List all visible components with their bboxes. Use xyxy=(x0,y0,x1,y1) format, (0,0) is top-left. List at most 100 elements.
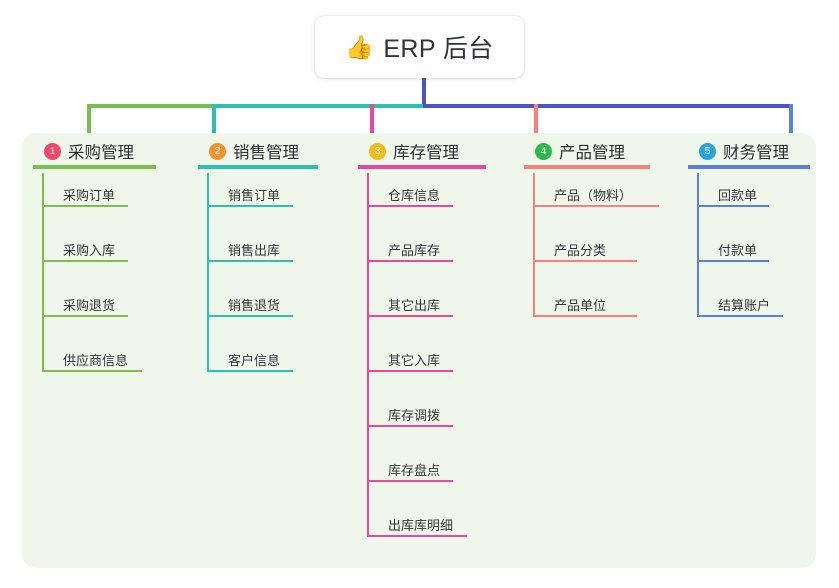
leaf-item-underline xyxy=(367,205,453,207)
category-header-2[interactable]: 2 销售管理 xyxy=(198,133,363,169)
column-spine xyxy=(42,173,44,372)
leaf-item-underline xyxy=(42,315,128,317)
thumbs-up-icon: 👍 xyxy=(345,33,375,60)
leaf-item-label: 客户信息 xyxy=(228,353,281,368)
category-title: 财务管理 xyxy=(723,144,789,162)
bus-segment xyxy=(87,104,214,108)
leaf-item-label: 产品单位 xyxy=(554,298,607,313)
leaf-item-label: 采购入库 xyxy=(63,243,116,258)
category-badge-1: 1 xyxy=(44,142,61,160)
leaf-item-underline xyxy=(697,315,783,317)
leaf-item-label: 产品库存 xyxy=(388,243,441,258)
leaf-item[interactable]: 供应商信息 xyxy=(42,346,142,372)
category-column-2: 2 销售管理销售订单销售出库销售退货客户信息 xyxy=(198,133,363,372)
category-underline xyxy=(358,165,486,169)
leaf-item-underline xyxy=(533,205,659,207)
leaf-item[interactable]: 回款单 xyxy=(697,181,769,207)
leaf-item-label: 仓库信息 xyxy=(388,188,441,203)
leaf-item-underline xyxy=(207,260,293,262)
leaf-item-label: 产品分类 xyxy=(554,243,607,258)
category-header-1[interactable]: 1 采购管理 xyxy=(33,133,198,169)
category-column-1: 1 采购管理采购订单采购入库采购退货供应商信息 xyxy=(33,133,198,372)
leaf-item[interactable]: 采购退货 xyxy=(42,291,128,317)
category-title: 销售管理 xyxy=(233,144,299,162)
leaf-item[interactable]: 产品分类 xyxy=(533,236,637,262)
category-underline xyxy=(524,165,650,169)
leaf-item-label: 销售订单 xyxy=(228,188,281,203)
leaf-item[interactable]: 其它出库 xyxy=(367,291,453,317)
leaf-item-label: 供应商信息 xyxy=(63,353,129,368)
leaf-item-label: 其它出库 xyxy=(388,298,441,313)
leaf-item[interactable]: 采购订单 xyxy=(42,181,128,207)
column-spine xyxy=(533,173,535,317)
leaf-item-underline xyxy=(42,370,142,372)
column-spine xyxy=(207,173,209,372)
category-badge-5: 5 xyxy=(699,142,716,160)
leaf-item-label: 销售退货 xyxy=(228,298,281,313)
category-underline xyxy=(688,165,810,169)
leaf-item-label: 库存调拨 xyxy=(388,408,441,423)
leaf-item[interactable]: 销售订单 xyxy=(207,181,293,207)
category-underline xyxy=(33,165,156,169)
bus-segment xyxy=(214,104,423,108)
leaf-item-underline xyxy=(207,205,293,207)
leaf-item-underline xyxy=(367,535,467,537)
leaf-item-label: 回款单 xyxy=(718,188,758,203)
leaf-item[interactable]: 客户信息 xyxy=(207,346,293,372)
leaf-item-underline xyxy=(697,260,769,262)
bus-drop-connector xyxy=(534,104,538,145)
leaf-item-underline xyxy=(367,260,453,262)
leaf-item-label: 产品（物料） xyxy=(554,188,633,203)
root-stem-connector xyxy=(422,78,426,105)
bus-drop-connector xyxy=(789,104,793,145)
leaf-item[interactable]: 出库库明细 xyxy=(367,511,467,537)
leaf-item[interactable]: 库存盘点 xyxy=(367,456,453,482)
leaf-item-underline xyxy=(367,480,453,482)
leaf-item-label: 销售出库 xyxy=(228,243,281,258)
category-badge-2: 2 xyxy=(209,142,226,160)
leaf-item-label: 出库库明细 xyxy=(388,518,454,533)
category-title: 采购管理 xyxy=(68,144,134,162)
leaf-item[interactable]: 产品库存 xyxy=(367,236,453,262)
leaf-item-underline xyxy=(207,370,293,372)
leaf-item-label: 结算账户 xyxy=(718,298,771,313)
leaf-item[interactable]: 付款单 xyxy=(697,236,769,262)
leaf-item-underline xyxy=(367,370,453,372)
leaf-item-label: 采购订单 xyxy=(63,188,116,203)
leaf-item[interactable]: 产品单位 xyxy=(533,291,637,317)
leaf-item-label: 其它入库 xyxy=(388,353,441,368)
bus-segment xyxy=(423,104,793,108)
leaf-item[interactable]: 仓库信息 xyxy=(367,181,453,207)
leaf-item-underline xyxy=(533,260,637,262)
leaf-item-underline xyxy=(42,205,128,207)
leaf-item[interactable]: 库存调拨 xyxy=(367,401,453,427)
bus-drop-connector xyxy=(370,104,374,145)
categories-panel: 1 采购管理采购订单采购入库采购退货供应商信息 2 销售管理销售订单销售出库销售退货客… xyxy=(22,133,816,568)
leaf-item[interactable]: 产品（物料） xyxy=(533,181,659,207)
leaf-item[interactable]: 采购入库 xyxy=(42,236,128,262)
category-column-3: 3 库存管理仓库信息产品库存其它出库其它入库库存调拨库存盘点出库库明细 xyxy=(358,133,523,537)
bus-drop-connector xyxy=(87,104,91,145)
leaf-item[interactable]: 销售退货 xyxy=(207,291,293,317)
root-node[interactable]: 👍 ERP 后台 xyxy=(315,16,524,78)
category-header-3[interactable]: 3 库存管理 xyxy=(358,133,523,169)
leaf-item-label: 库存盘点 xyxy=(388,463,441,478)
leaf-item-label: 采购退货 xyxy=(63,298,116,313)
leaf-item[interactable]: 其它入库 xyxy=(367,346,453,372)
category-underline xyxy=(198,165,318,169)
leaf-item[interactable]: 结算账户 xyxy=(697,291,783,317)
leaf-item-underline xyxy=(42,260,128,262)
column-spine xyxy=(367,173,369,537)
leaf-item-underline xyxy=(533,315,637,317)
root-node-label: 👍 ERP 后台 xyxy=(345,29,493,65)
category-header-5[interactable]: 5 财务管理 xyxy=(688,133,839,169)
root-node-text: ERP 后台 xyxy=(383,35,494,63)
category-column-5: 5 财务管理回款单付款单结算账户 xyxy=(688,133,839,317)
leaf-item[interactable]: 销售出库 xyxy=(207,236,293,262)
category-badge-3: 3 xyxy=(369,142,386,160)
leaf-item-underline xyxy=(367,315,453,317)
category-title: 库存管理 xyxy=(393,144,459,162)
